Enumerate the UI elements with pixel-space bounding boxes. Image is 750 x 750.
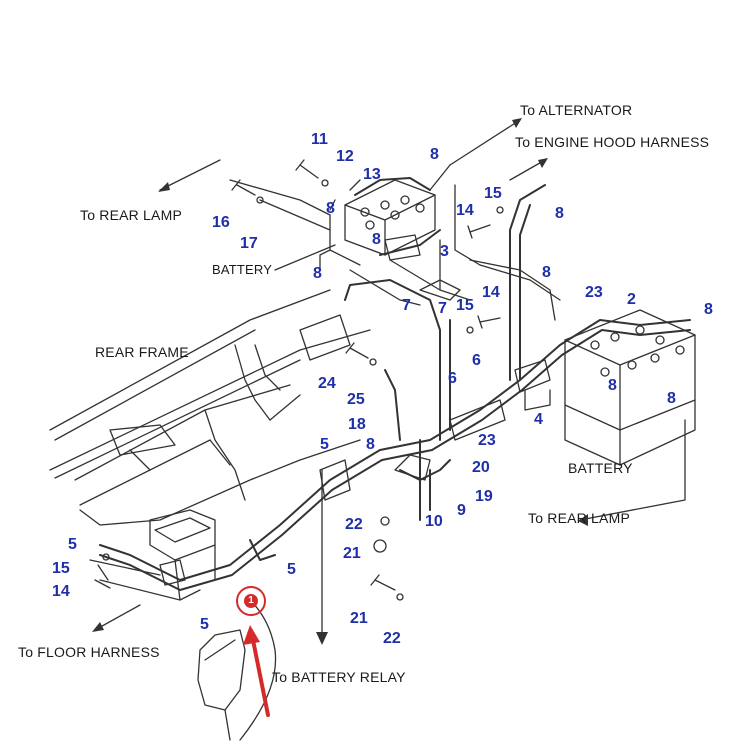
part-number: 23: [478, 432, 496, 449]
relays-and-clamps: [159, 234, 551, 586]
highlight-badge: 1: [244, 594, 258, 608]
part-number: 19: [475, 488, 493, 505]
callout-to-rear-lamp-top: To REAR LAMP: [80, 207, 182, 223]
part-number: 2: [627, 291, 636, 308]
part-number: 5: [287, 561, 296, 578]
part-number: 5: [68, 536, 77, 553]
part-number: 8: [366, 436, 375, 453]
part-number: 25: [347, 391, 365, 408]
part-number: 8: [326, 200, 335, 217]
part-number: 9: [457, 502, 466, 519]
part-number: 10: [425, 513, 443, 530]
part-number: 22: [383, 630, 401, 647]
part-number: 6: [448, 370, 457, 387]
bolts: [94, 159, 501, 591]
fan-cover: [197, 599, 277, 741]
part-number: 20: [472, 459, 490, 476]
callout-battery-top: BATTERY: [212, 262, 273, 277]
part-number: 7: [438, 300, 447, 317]
washers: [102, 179, 504, 601]
part-number: 13: [363, 166, 381, 183]
part-number: 18: [348, 416, 366, 433]
part-number: 8: [542, 264, 551, 281]
part-number: 7: [402, 297, 411, 314]
engine-area-frame: [229, 179, 561, 321]
part-number: 12: [336, 148, 354, 165]
part-number: 8: [430, 146, 439, 163]
battery-box-right: [564, 309, 696, 466]
callout-to-floor-harness: To FLOOR HARNESS: [18, 644, 160, 660]
part-number: 5: [320, 436, 329, 453]
part-number: 15: [484, 185, 502, 202]
part-number: 8: [372, 231, 381, 248]
callout-to-rear-lamp-right: To REAR LAMP: [528, 510, 630, 526]
callout-rear-frame: REAR FRAME: [95, 344, 189, 360]
part-number: 17: [240, 235, 258, 252]
callout-to-alternator: To ALTERNATOR: [520, 102, 633, 118]
arrowheads: [92, 118, 588, 645]
part-number: 16: [212, 214, 230, 231]
part-number: 24: [318, 375, 336, 392]
part-number: 14: [52, 583, 70, 600]
leader-lines: [94, 119, 686, 641]
part-number: 6: [472, 352, 481, 369]
part-number: 8: [555, 205, 564, 222]
part-number: 14: [456, 202, 474, 219]
part-number: 14: [482, 284, 500, 301]
part-number: 8: [667, 390, 676, 407]
part-number: 15: [52, 560, 70, 577]
part-number: 22: [345, 516, 363, 533]
highlight-callout: 1: [236, 586, 266, 616]
part-number: 3: [440, 243, 449, 260]
highlight-arrow: [243, 625, 270, 717]
callout-battery-right: BATTERY: [568, 460, 633, 476]
main-harness: [99, 177, 691, 591]
part-number: 11: [311, 131, 328, 148]
part-number: 5: [200, 616, 209, 633]
part-number: 21: [343, 545, 361, 562]
part-number: 23: [585, 284, 603, 301]
part-number: 15: [456, 297, 474, 314]
part-number: 21: [350, 610, 368, 627]
part-number: 8: [704, 301, 713, 318]
callout-to-battery-relay: To BATTERY RELAY: [272, 669, 406, 685]
rear-frame: [49, 289, 371, 601]
part-number: 8: [608, 377, 617, 394]
part-number: 8: [313, 265, 322, 282]
callout-to-engine-hood-harness: To ENGINE HOOD HARNESS: [515, 134, 710, 150]
part-number: 4: [534, 411, 543, 428]
